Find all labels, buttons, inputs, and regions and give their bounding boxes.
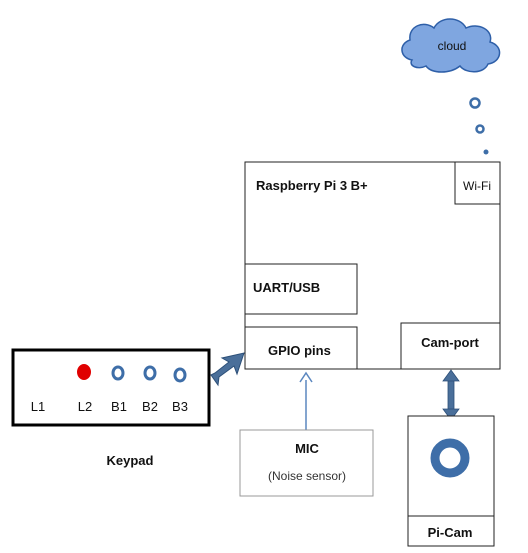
wifi-label: Wi-Fi [463,179,491,193]
picam-label: Pi-Cam [428,525,473,540]
signal-dot [483,149,489,155]
wifi-signal-dots [469,97,489,155]
cloud-shape [401,18,501,73]
camera-lens-icon [430,438,470,478]
uart-usb-label: UART/USB [253,280,320,295]
gpio-pins-label: GPIO pins [268,343,331,358]
keypad-buttons [77,364,187,383]
cloud-icon: cloud [401,18,501,73]
signal-dot [469,97,481,109]
cam-double-arrow [442,369,460,421]
mic-arrow [299,371,313,430]
keypad-label-l1: L1 [31,399,45,414]
mic-arrow-head [299,371,313,383]
button-b3 [173,367,187,383]
cam-port-box [400,322,501,370]
wifi-box [454,161,501,205]
button-b1 [111,365,125,381]
mic-box [239,429,374,497]
keypad-label-b1: B1 [111,399,127,414]
raspberry-pi-title: Raspberry Pi 3 B+ [256,178,368,193]
keypad-labels: L1 L2 B1 B2 B3 [31,399,188,414]
cam-arrow-shaft [447,378,455,412]
led-l2-indicator [77,364,91,380]
cam-port-label: Cam-port [421,335,479,350]
keypad-caption: Keypad [107,453,154,468]
uart-usb-box [244,263,358,315]
keypad-gpio-double-arrow [210,352,245,387]
keypad-label-l2: L2 [78,399,92,414]
cam-arrow-head-up [442,369,460,382]
cam-arrow-head-down [442,408,460,421]
signal-dot [475,124,485,134]
picam-box [407,415,495,547]
cloud-label: cloud [438,39,467,53]
button-b2 [143,365,157,381]
mic-title: MIC [295,441,319,456]
gpio-pins-box [244,326,358,370]
keypad-label-b3: B3 [172,399,188,414]
keypad-box [11,348,211,427]
keypad-label-b2: B2 [142,399,158,414]
mic-subtitle: (Noise sensor) [268,469,346,483]
